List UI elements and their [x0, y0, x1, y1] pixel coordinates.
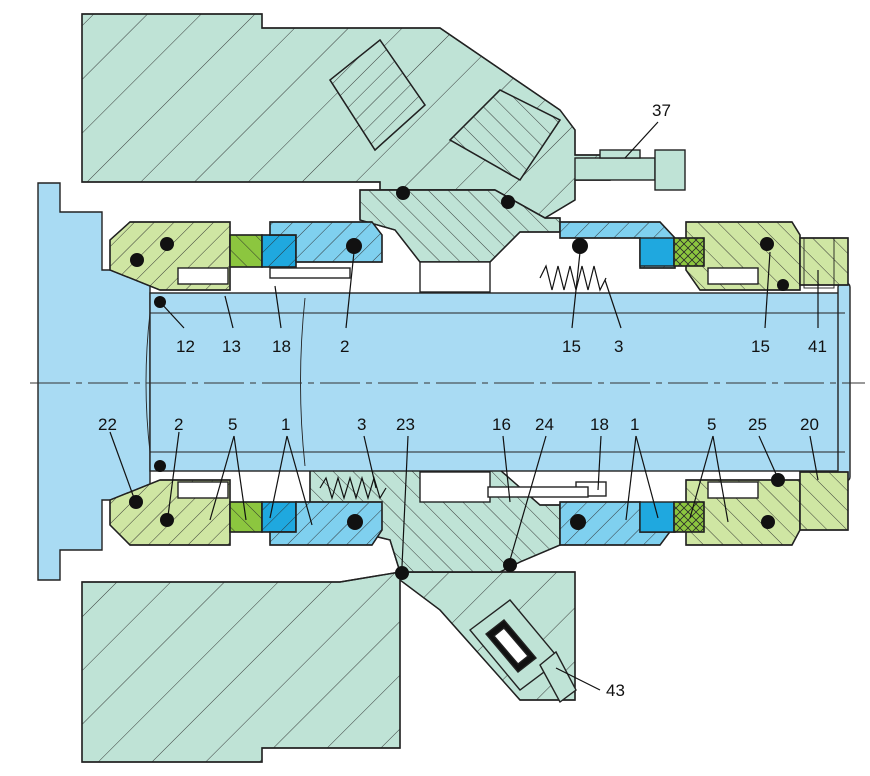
label-15-upper-left: 15 — [562, 337, 581, 356]
label-41: 41 — [808, 337, 827, 356]
shaft — [145, 282, 851, 482]
label-25: 25 — [748, 415, 767, 434]
part-labels: 37 12 13 18 2 15 3 15 41 22 2 5 1 3 23 1… — [98, 101, 827, 700]
end-collar — [799, 237, 849, 531]
label-24: 24 — [535, 415, 554, 434]
label-1-lower-left: 1 — [281, 415, 290, 434]
label-20: 20 — [800, 415, 819, 434]
fitting-43 — [468, 599, 577, 704]
label-15-upper-right: 15 — [751, 337, 770, 356]
label-13: 13 — [222, 337, 241, 356]
label-22: 22 — [98, 415, 117, 434]
housing-lower — [81, 571, 576, 763]
label-5-lower-left: 5 — [228, 415, 237, 434]
drive-pins — [177, 261, 759, 503]
label-5-lower-right: 5 — [707, 415, 716, 434]
o-rings — [129, 186, 789, 580]
label-18-upper: 18 — [272, 337, 291, 356]
left-rotating-ring — [269, 221, 383, 546]
right-rotating-ring — [559, 221, 676, 546]
label-3-lower: 3 — [357, 415, 366, 434]
housing-upper — [81, 13, 611, 219]
label-2-lower: 2 — [174, 415, 183, 434]
port-fitting-upper — [329, 38, 562, 181]
bolt-37 — [574, 149, 686, 191]
leader-lines — [109, 121, 819, 691]
label-12: 12 — [176, 337, 195, 356]
label-16: 16 — [492, 415, 511, 434]
label-2-upper: 2 — [340, 337, 349, 356]
label-3-upper: 3 — [614, 337, 623, 356]
label-43: 43 — [606, 681, 625, 700]
label-18-lower: 18 — [590, 415, 609, 434]
label-1-lower-right: 1 — [630, 415, 639, 434]
label-37: 37 — [652, 101, 671, 120]
label-23: 23 — [396, 415, 415, 434]
